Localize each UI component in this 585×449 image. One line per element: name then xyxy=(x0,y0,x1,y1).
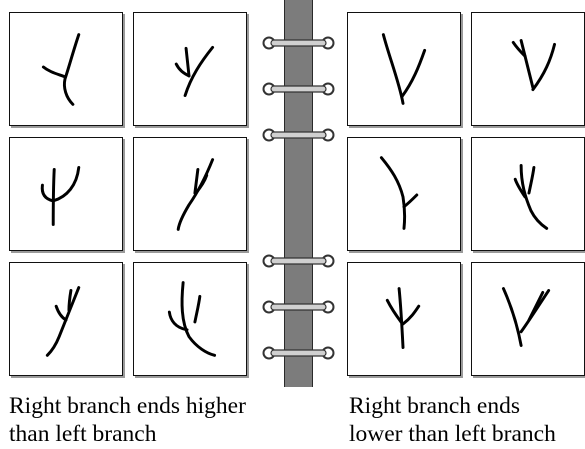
branch-drawing xyxy=(379,156,419,230)
caption-right-line1: Right branch ends xyxy=(349,393,520,419)
binder-ring-1 xyxy=(262,36,335,50)
binder-spine xyxy=(284,0,313,387)
binder-ring-2 xyxy=(262,82,335,96)
branch-drawing xyxy=(40,165,81,226)
binder-ring-4 xyxy=(262,254,335,268)
card-higher-6 xyxy=(133,262,247,376)
branch-drawing xyxy=(167,281,217,357)
card-lower-2 xyxy=(471,12,585,126)
card-lower-6 xyxy=(471,262,585,376)
card-lower-4 xyxy=(471,137,585,251)
caption-left-line2: than left branch xyxy=(9,421,157,447)
caption-left: Right branch ends higher than left branc… xyxy=(9,392,259,448)
branch-drawing xyxy=(41,33,81,106)
caption-left-line1: Right branch ends higher xyxy=(9,393,246,419)
card-higher-3 xyxy=(9,137,123,251)
branch-drawing xyxy=(501,287,551,347)
branch-drawing xyxy=(511,39,556,92)
binder-ring-5 xyxy=(262,300,335,314)
caption-right: Right branch ends lower than left branch xyxy=(349,392,585,448)
card-lower-3 xyxy=(347,137,461,251)
card-lower-5 xyxy=(347,262,461,376)
binder-ring-3 xyxy=(262,128,335,142)
caption-right-line2: lower than left branch xyxy=(349,421,556,447)
binder-ring-6 xyxy=(262,346,335,360)
branch-drawing xyxy=(174,45,215,97)
card-lower-1 xyxy=(347,12,461,126)
card-higher-4 xyxy=(133,137,247,251)
card-higher-5 xyxy=(9,262,123,376)
card-higher-2 xyxy=(133,12,247,126)
branch-drawing xyxy=(385,287,421,349)
card-higher-1 xyxy=(9,12,123,126)
branch-drawing xyxy=(381,33,427,105)
branch-drawing xyxy=(176,158,215,231)
branch-drawing xyxy=(45,286,81,357)
branch-drawing xyxy=(513,164,549,230)
